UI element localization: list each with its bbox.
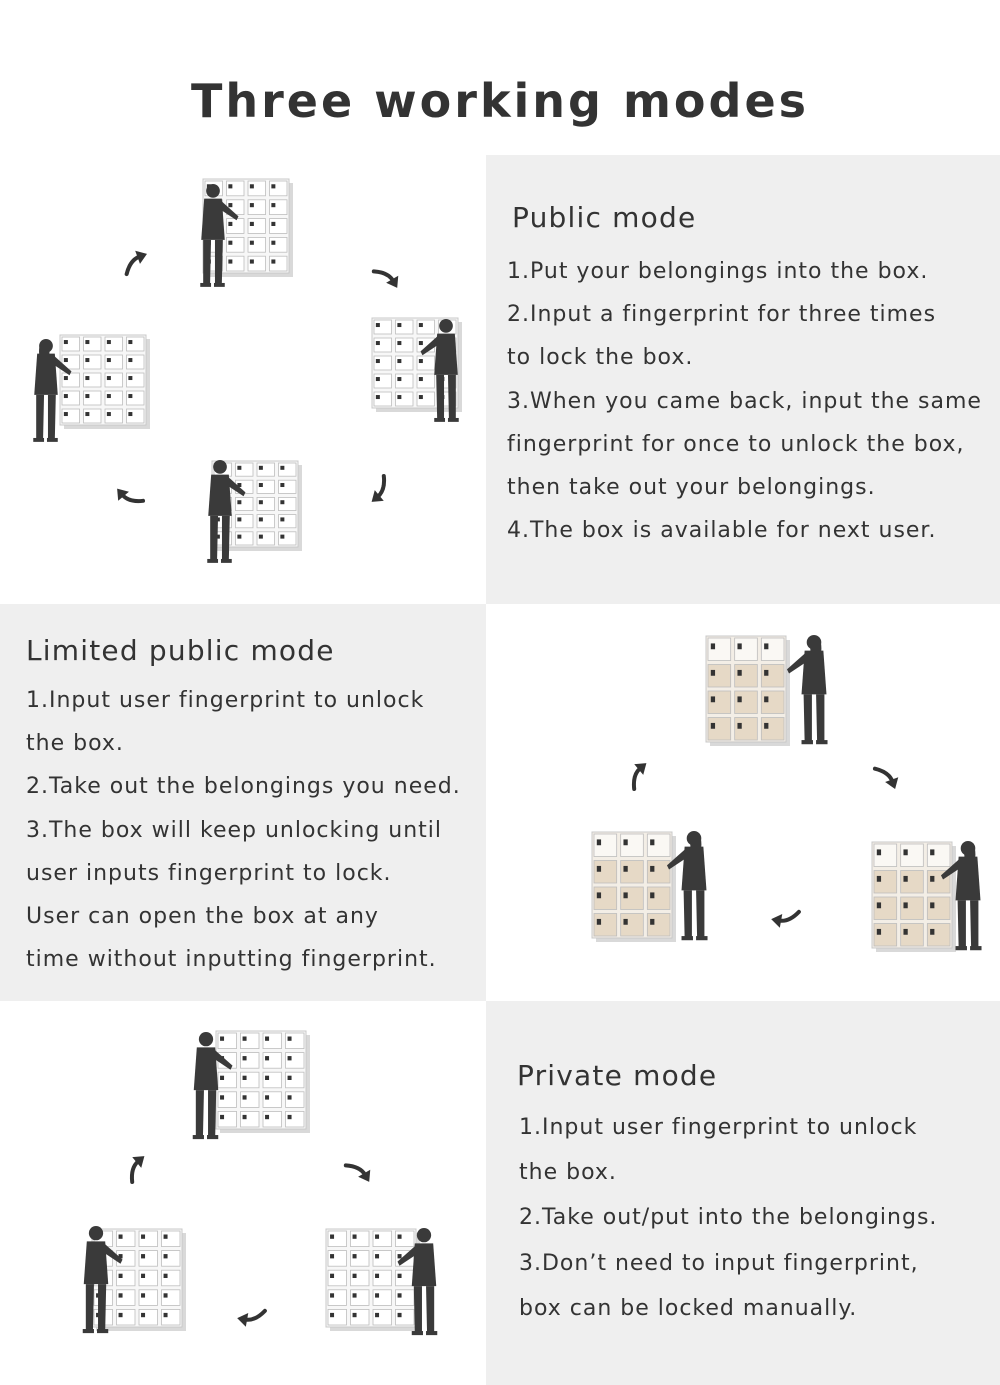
limited-public-mode-step-line: user inputs fingerprint to lock. <box>26 861 392 886</box>
curved-arrow-icon <box>124 250 147 277</box>
private-mode-step-line: 3.Don’t need to input fingerprint, <box>519 1251 919 1276</box>
person-silhouette-icon <box>82 1226 123 1334</box>
curved-arrow-icon <box>872 766 899 789</box>
public-mode-step-line: 2.Input a fingerprint for three times <box>507 302 937 327</box>
private-mode-text-panel: Private mode 1.Input user fingerprint to… <box>486 1001 1000 1385</box>
public-mode-step-line: then take out your belongings. <box>507 475 876 500</box>
public-mode-section: Public mode 1.Put your belongings into t… <box>0 150 1000 604</box>
locker-cabinet-icon <box>325 1228 420 1331</box>
person-silhouette-icon <box>786 635 828 745</box>
limited-public-mode-step-line: 3.The box will keep unlocking until <box>26 818 443 843</box>
curved-arrow-icon <box>129 1156 145 1185</box>
person-silhouette-icon <box>192 1032 233 1140</box>
private-mode-cycle-diagram <box>82 1030 438 1336</box>
private-mode-step-line: the box. <box>519 1160 617 1185</box>
private-mode-step-line: 1.Input user fingerprint to unlock <box>519 1115 918 1140</box>
private-mode-title: Private mode <box>517 1059 718 1092</box>
locker-cabinet-icon <box>591 831 676 942</box>
private-mode-step-line: box can be locked manually. <box>519 1296 858 1321</box>
locker-cabinet-icon <box>215 1030 310 1133</box>
person-silhouette-icon <box>207 459 246 563</box>
locker-cabinet-icon <box>871 841 956 952</box>
public-mode-title: Public mode <box>512 201 697 234</box>
private-mode-illustration <box>0 1001 486 1385</box>
curved-arrow-icon <box>631 763 647 792</box>
curved-arrow-icon <box>371 269 399 288</box>
page-title: Three working modes <box>190 74 810 128</box>
person-silhouette-icon <box>200 183 239 287</box>
public-mode-step-line: to lock the box. <box>507 345 694 370</box>
curved-arrow-icon <box>771 909 801 928</box>
limited-public-mode-step-line: 1.Input user fingerprint to unlock <box>26 688 425 713</box>
curved-arrow-icon <box>237 1308 267 1327</box>
public-mode-step-line: fingerprint for once to unlock the box, <box>507 432 965 457</box>
public-mode-text-panel: Public mode 1.Put your belongings into t… <box>486 155 1000 604</box>
limited-public-mode-step-line: the box. <box>26 731 124 756</box>
limited-public-mode-section: Limited public mode 1.Input user fingerp… <box>0 604 1000 1001</box>
public-mode-step-line: 3.When you came back, input the same <box>507 389 982 414</box>
locker-cabinet-icon <box>705 635 790 746</box>
curved-arrow-icon <box>343 1163 371 1182</box>
limited-public-mode-title: Limited public mode <box>26 634 335 667</box>
private-mode-section: Private mode 1.Input user fingerprint to… <box>0 1001 1000 1385</box>
limited-public-mode-step-line: User can open the box at any <box>26 904 379 929</box>
private-mode-step-line: 2.Take out/put into the belongings. <box>519 1205 938 1230</box>
person-silhouette-icon <box>420 318 459 422</box>
person-silhouette-icon <box>397 1228 438 1336</box>
public-mode-step-line: 4.The box is available for next user. <box>507 518 937 543</box>
page-header: Three working modes <box>0 0 1000 150</box>
curved-arrow-icon <box>371 473 387 502</box>
limited-public-mode-step-line: 2.Take out the belongings you need. <box>26 774 461 799</box>
person-silhouette-icon <box>940 841 982 951</box>
person-silhouette-icon <box>33 338 72 442</box>
public-mode-step-line: 1.Put your belongings into the box. <box>507 259 929 284</box>
limited-public-mode-text-panel: Limited public mode 1.Input user fingerp… <box>0 604 486 1001</box>
locker-cabinet-icon <box>59 334 150 429</box>
limited-public-mode-cycle-diagram <box>591 635 982 952</box>
curved-arrow-icon <box>117 488 146 504</box>
person-silhouette-icon <box>666 831 708 941</box>
limited-public-mode-illustration <box>486 604 1000 1001</box>
public-mode-cycle-diagram <box>33 178 462 563</box>
limited-public-mode-step-line: time without inputting fingerprint. <box>26 947 437 972</box>
public-mode-illustration <box>0 155 486 604</box>
